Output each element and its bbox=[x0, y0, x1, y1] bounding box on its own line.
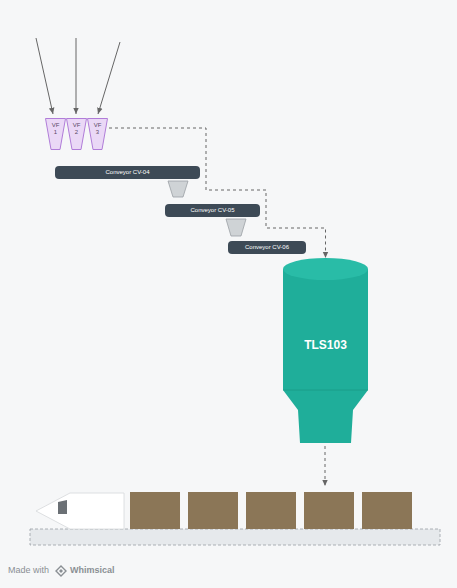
watermark: Whimsical bbox=[70, 565, 115, 575]
feeder-funnel: VF 2 bbox=[66, 118, 87, 150]
conveyor-bar: Conveyor CV-06 bbox=[228, 241, 306, 254]
hopper bbox=[226, 219, 246, 236]
conveyor-label: Conveyor CV-04 bbox=[105, 169, 149, 176]
wagons bbox=[130, 492, 412, 529]
flow-connector bbox=[109, 128, 326, 258]
discharge-arrow bbox=[325, 446, 326, 486]
conveyor-bar: Conveyor CV-05 bbox=[165, 204, 260, 217]
funnel-label: VF 2 bbox=[73, 122, 81, 136]
silo-label: TLS103 bbox=[283, 338, 368, 352]
feeder-funnel: VF 3 bbox=[87, 118, 108, 150]
feed-arrows bbox=[36, 38, 120, 114]
silo: TLS103 bbox=[283, 258, 368, 443]
funnel-label: VF 3 bbox=[94, 122, 102, 136]
conveyor-label: Conveyor CV-06 bbox=[245, 244, 289, 251]
funnel-label: VF 1 bbox=[52, 122, 60, 136]
locomotive-window bbox=[58, 500, 67, 514]
locomotive bbox=[36, 493, 124, 529]
watermark-icon bbox=[56, 566, 66, 576]
watermark: Made with bbox=[8, 565, 49, 575]
rail bbox=[30, 529, 440, 545]
conveyor-bar: Conveyor CV-04 bbox=[55, 166, 200, 179]
feeder-funnel: VF 1 bbox=[45, 118, 66, 150]
conveyor-label: Conveyor CV-05 bbox=[190, 207, 234, 214]
hopper bbox=[168, 181, 188, 197]
